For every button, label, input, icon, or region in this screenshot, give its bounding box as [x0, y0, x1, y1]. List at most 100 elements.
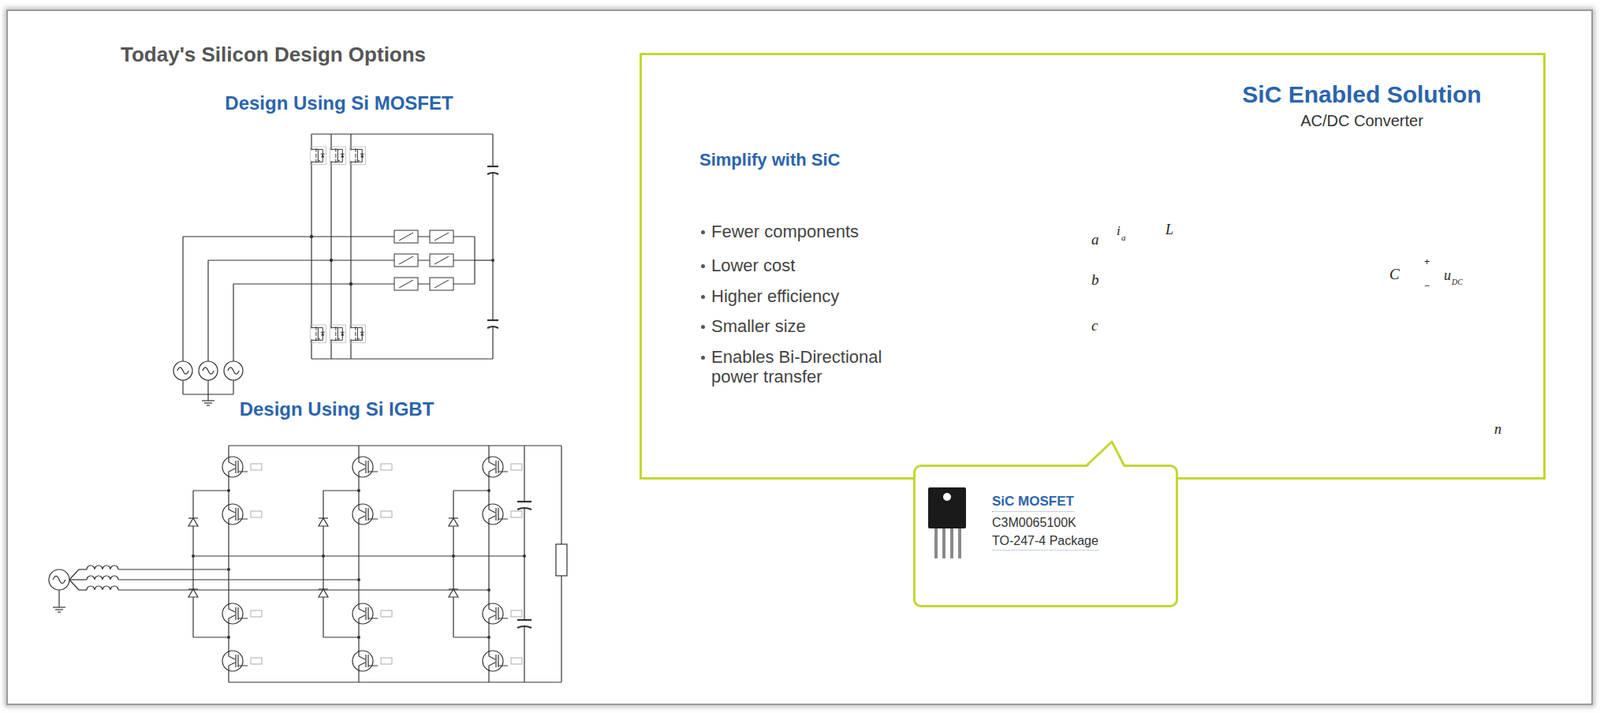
wire [52, 606, 66, 608]
junction-dot [227, 567, 231, 571]
bullet-dot [701, 264, 705, 269]
wire [193, 555, 525, 556]
wire [118, 589, 489, 590]
bidirectional-switch [429, 253, 454, 267]
wire [311, 133, 493, 135]
wire [453, 489, 489, 491]
diode-symbol [188, 518, 198, 526]
bullet-dot [701, 355, 705, 360]
wire [474, 259, 493, 261]
mosfet-symbol [328, 146, 346, 165]
wire [69, 569, 79, 580]
igbt-symbol [222, 650, 262, 672]
junction-dot [309, 234, 314, 239]
wire [118, 578, 359, 580]
wire [201, 399, 215, 401]
igbt-symbol [482, 503, 523, 525]
voltage-symbol: u [1443, 268, 1451, 284]
bidirectional-switch [429, 230, 454, 243]
capacitor-symbol [517, 501, 532, 510]
inductor-symbol [86, 585, 119, 590]
capacitor-symbol [487, 166, 499, 175]
bidirectional-switch [394, 253, 418, 267]
polarity-mark: − [1424, 280, 1430, 291]
wire [69, 579, 79, 590]
junction-dot [487, 588, 491, 592]
capacitor-name: C [1389, 266, 1400, 284]
junction-dot [522, 554, 526, 558]
junction-dot [321, 554, 325, 558]
bullet-item: Lower cost [711, 255, 795, 276]
junction-dot [357, 578, 361, 582]
junction-dot [191, 554, 195, 558]
junction-dot [227, 488, 231, 493]
si-igbt-schematic [48, 445, 567, 683]
panel-subtitle: AC/DC Converter [1300, 111, 1424, 131]
mosfet-symbol [348, 324, 366, 344]
wire [232, 380, 234, 395]
junction-dot [487, 635, 491, 639]
polarity-mark: + [1424, 257, 1430, 268]
bidirectional-switch [429, 277, 454, 291]
mosfet-symbol [309, 146, 326, 165]
wire [227, 445, 229, 683]
wire [434, 232, 449, 241]
junction-dot [329, 258, 333, 262]
part-type: SiC MOSFET [992, 493, 1075, 512]
ac-source-symbol [173, 361, 193, 381]
wire [192, 490, 194, 638]
terminal-name: a [1091, 231, 1100, 249]
wire [323, 636, 359, 638]
inductor-symbol [86, 565, 119, 570]
junction-dot [227, 635, 231, 639]
bullet-dot [701, 294, 705, 299]
mosfet-symbol [348, 146, 366, 165]
si-mosfet-schematic [173, 134, 499, 406]
inductor-name: L [1165, 222, 1174, 239]
current-symbol: i [1116, 223, 1121, 239]
wire [434, 279, 449, 288]
igbt-symbol [482, 456, 523, 478]
wire [453, 636, 489, 638]
wire [322, 490, 324, 638]
part-number: C3M0065100K [992, 515, 1077, 530]
bullet-item: Enables Bi-Directional power transfer [711, 346, 925, 388]
igbt-symbol [352, 456, 392, 478]
wire [207, 380, 209, 395]
junction-dot [349, 282, 353, 286]
junction-dot [491, 258, 495, 262]
panel-title: SiC Enabled Solution [1241, 81, 1481, 109]
wire [452, 490, 454, 638]
slide-frame [7, 10, 1593, 705]
mosfet-symbol [309, 324, 326, 344]
wire [193, 636, 229, 638]
wire [78, 589, 87, 590]
voltage-subscript: DC [1451, 277, 1463, 287]
igbt-symbol [222, 503, 262, 525]
design-title: Design Using Si MOSFET [224, 93, 453, 114]
wire [207, 260, 209, 362]
part-package: TO-247-4 Package [992, 533, 1099, 551]
bidirectional-switch [394, 230, 418, 243]
solution-panel: SiC Enabled SolutionAC/DC ConverterSimpl… [639, 52, 1546, 480]
wire [399, 279, 414, 288]
wire [69, 578, 79, 580]
package-icon [924, 485, 973, 562]
capacitor-symbol [487, 320, 499, 329]
inductor-symbol [86, 575, 119, 580]
wire [78, 568, 87, 570]
callout-box: SiC MOSFET C3M0065100K TO-247-4 Package [913, 464, 1179, 608]
wire [193, 489, 229, 491]
terminal-name: n [1494, 421, 1502, 438]
wire [55, 608, 64, 610]
diode-symbol [318, 518, 329, 526]
bullet-item: Smaller size [711, 316, 806, 336]
igbt-symbol [482, 603, 523, 624]
terminal-name: c [1091, 317, 1098, 335]
ac-source-symbol [223, 361, 243, 381]
wire [523, 445, 525, 683]
junction-dot [487, 488, 491, 493]
bullet-item: Fewer components [711, 221, 859, 242]
ac-source-symbol [48, 569, 70, 590]
